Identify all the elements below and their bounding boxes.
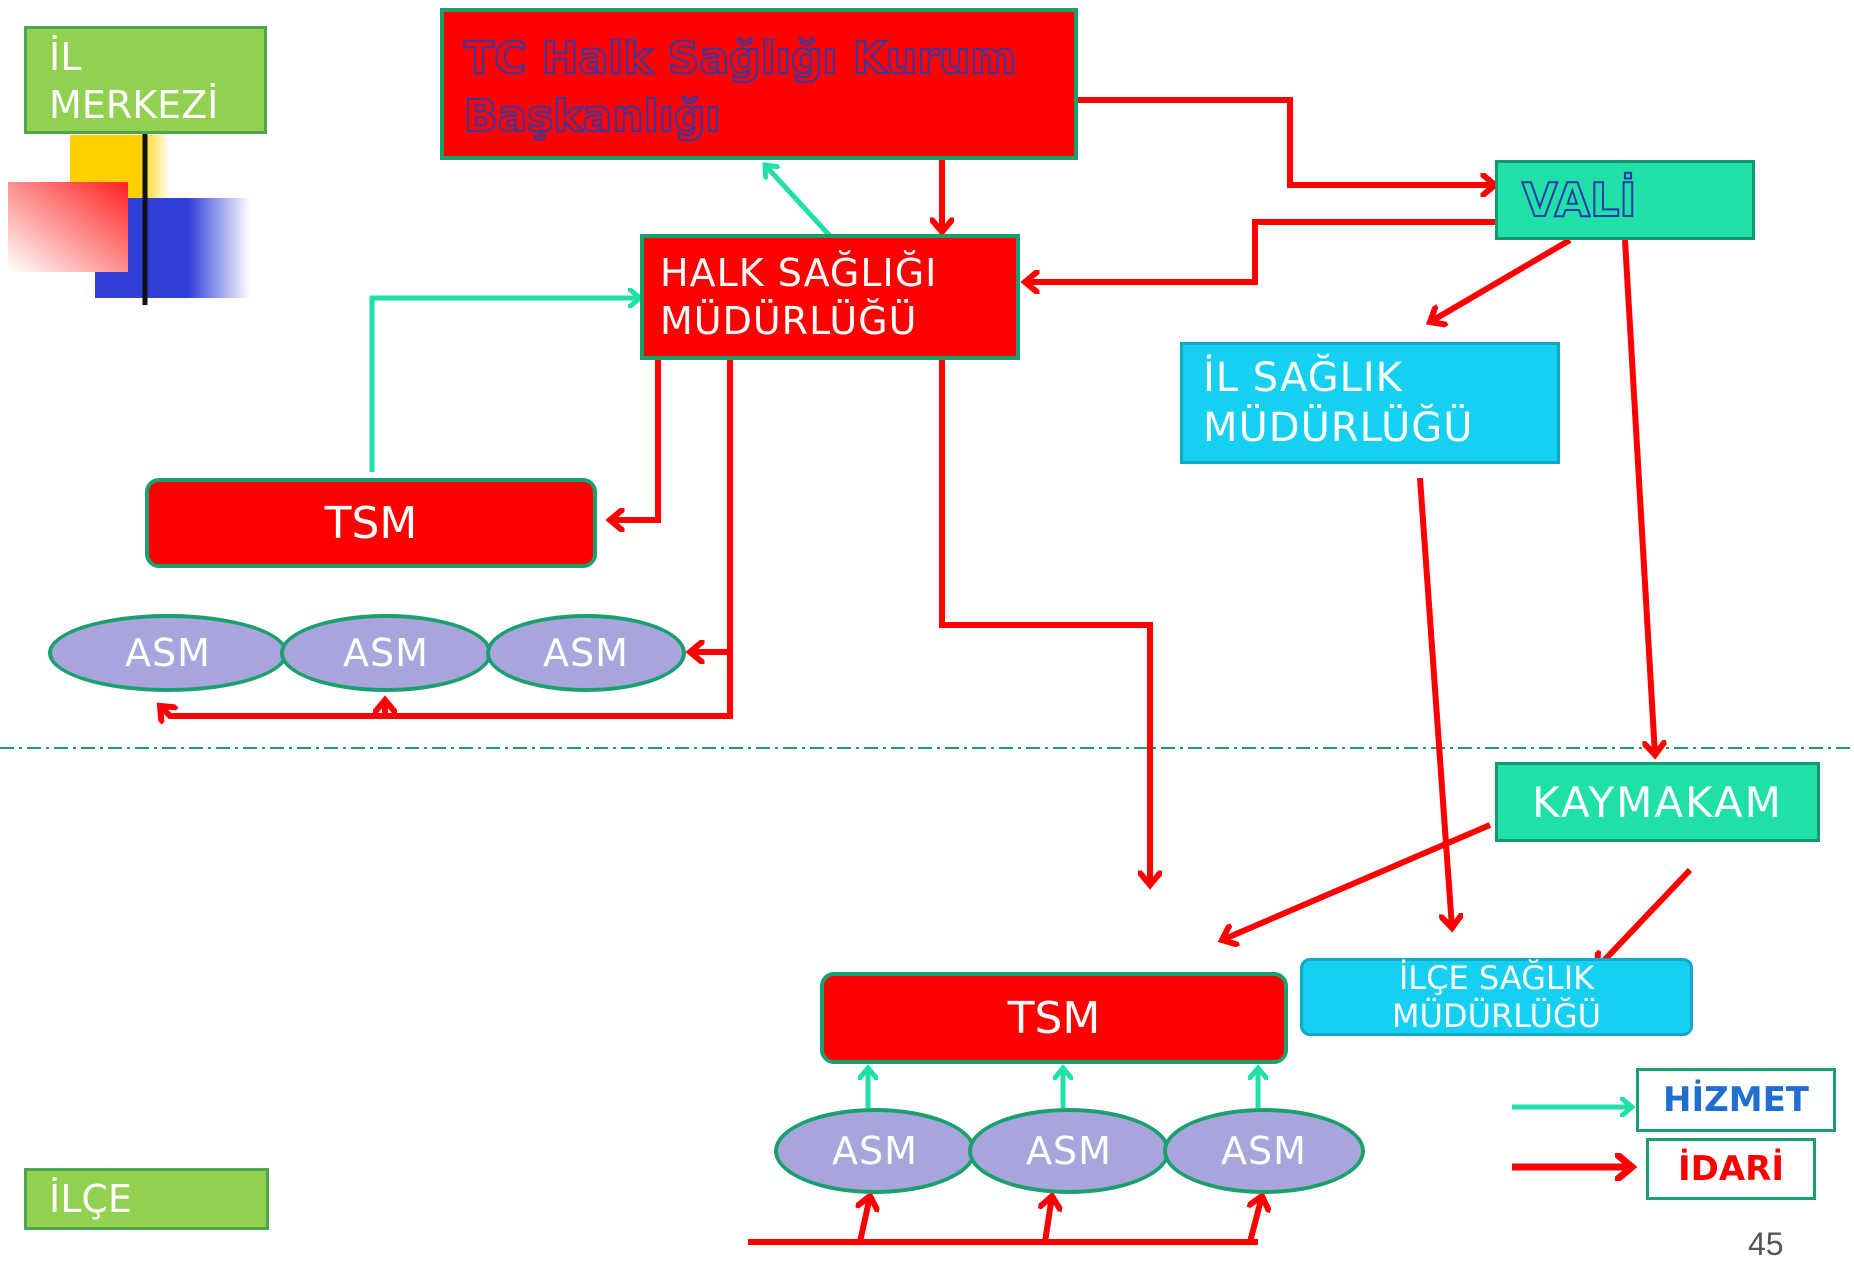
connector-hsm-to-ilce xyxy=(939,360,1150,885)
decorative-squares xyxy=(8,120,1620,305)
connector-tsm-to-hsm xyxy=(369,298,640,472)
tsm-il-box: TSM xyxy=(145,478,597,568)
tc-halk-sagligi-kurum-box: TC Halk Sağlığı Kurum Başkanlığı xyxy=(440,8,1078,160)
connector-kaymakam-to-ilcesaglik xyxy=(1597,867,1693,968)
il-merkezi-label: İL MERKEZİ xyxy=(24,26,267,134)
connector-bottom-to-asm1 xyxy=(860,1196,870,1243)
connector-vali-to-hsm xyxy=(1025,219,1495,282)
page-number: 45 xyxy=(1748,1226,1784,1262)
connector-bottom-to-asm2 xyxy=(1045,1196,1052,1243)
asm-il-2: ASM xyxy=(280,614,492,692)
connector-hsm-to-asm xyxy=(690,360,733,652)
connector-vali-to-ilsaglik xyxy=(1430,237,1572,322)
connector-bottom-to-asm3 xyxy=(1250,1196,1262,1243)
vali-box: VALİ xyxy=(1495,160,1755,240)
legend-idari-text: İDARİ xyxy=(1677,1149,1785,1189)
il-merkezi-text: İL MERKEZİ xyxy=(49,35,219,127)
tsm-il-text: TSM xyxy=(324,497,418,549)
asm-il-1: ASM xyxy=(48,614,288,692)
halk-sagligi-mudurlugu-box: HALK SAĞLIĞI MÜDÜRLÜĞÜ xyxy=(640,234,1020,360)
legend-hizmet-text: HİZMET xyxy=(1662,1080,1809,1120)
vali-text: VALİ xyxy=(1521,172,1638,228)
il-saglik-text: İL SAĞLIK MÜDÜRLÜĞÜ xyxy=(1203,355,1474,451)
asm-ilce-2: ASM xyxy=(968,1108,1170,1194)
tc-halk-text: TC Halk Sağlığı Kurum Başkanlığı xyxy=(463,32,1017,143)
asm-ilce-1: ASM xyxy=(774,1108,976,1194)
asm-il-2-text: ASM xyxy=(343,631,429,675)
legend-idari: İDARİ xyxy=(1646,1138,1816,1200)
asm-il-1-text: ASM xyxy=(125,631,211,675)
ilce-saglik-mudurlugu-box: İLÇE SAĞLIK MÜDÜRLÜĞÜ xyxy=(1300,958,1693,1036)
ilce-saglik-text: İLÇE SAĞLIK MÜDÜRLÜĞÜ xyxy=(1391,959,1602,1035)
kaymakam-text: KAYMAKAM xyxy=(1532,777,1783,827)
asm-ilce-2-text: ASM xyxy=(1026,1129,1112,1173)
asm-il-3-text: ASM xyxy=(543,631,629,675)
asm-ilce-1-text: ASM xyxy=(832,1129,918,1173)
connector-asm-bottom-line xyxy=(160,652,733,716)
tsm-ilce-text: TSM xyxy=(1007,992,1101,1044)
connector-ilsaglik-to-ilcesaglik xyxy=(1417,477,1452,928)
ilce-text: İLÇE xyxy=(49,1177,132,1221)
il-saglik-mudurlugu-box: İL SAĞLIK MÜDÜRLÜĞÜ xyxy=(1180,342,1560,464)
kaymakam-box: KAYMAKAM xyxy=(1495,762,1820,842)
connector-vali-to-kaymakam xyxy=(1622,239,1655,755)
connector-kaymakam-to-tsm xyxy=(1222,822,1492,940)
connector-tc-to-vali xyxy=(1078,97,1495,185)
asm-ilce-3-text: ASM xyxy=(1221,1129,1307,1173)
ilce-label: İLÇE xyxy=(24,1168,269,1230)
tsm-ilce-box: TSM xyxy=(820,972,1288,1064)
legend-hizmet: HİZMET xyxy=(1636,1068,1836,1132)
asm-il-3: ASM xyxy=(486,614,686,692)
asm-ilce-3: ASM xyxy=(1163,1108,1365,1194)
connector-hsm-to-tsm xyxy=(610,360,661,520)
halk-sagligi-text: HALK SAĞLIĞI MÜDÜRLÜĞÜ xyxy=(660,251,938,343)
connector-hsm-to-tc xyxy=(765,165,832,238)
